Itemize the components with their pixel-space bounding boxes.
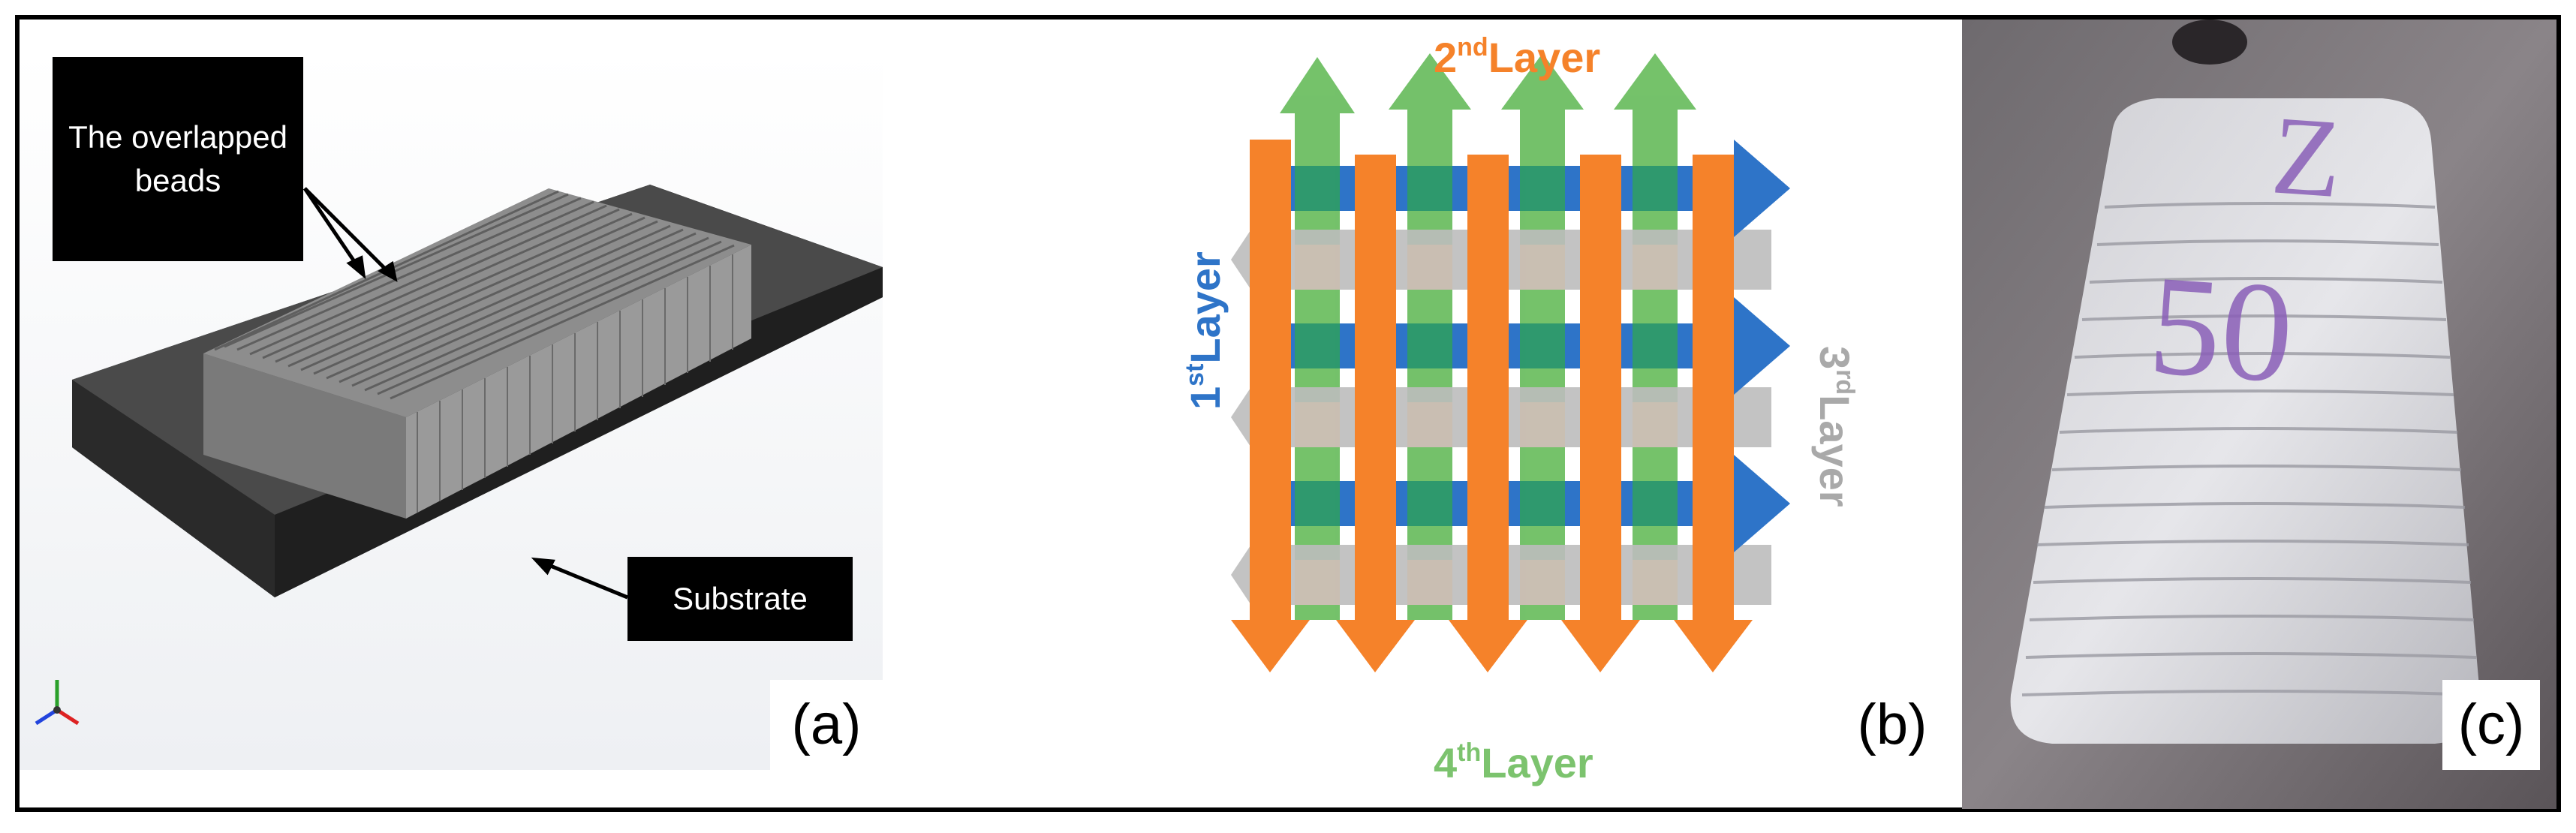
bead-lines (214, 190, 735, 400)
layer-3-label: 3rdLayer (1811, 346, 1859, 507)
green-strips (1280, 53, 1696, 620)
deposited-part-photo: Z 50 (1962, 20, 2556, 809)
panel-a-cad-model: The overlapped beads Substrate (a) (20, 20, 898, 809)
weave-overlay (1295, 166, 1678, 526)
layer-scheme-diagram: 2ndLayer 1stLayer 3rdLayer 4thLayer (1181, 33, 1859, 786)
layer-4-label: 4thLayer (1434, 738, 1593, 786)
bead-end-lines (417, 254, 733, 513)
substrate-callout: Substrate (627, 557, 853, 641)
substrate-label: Substrate (673, 581, 808, 616)
panel-a-label: (a) (770, 680, 883, 770)
panel-b-layer-scheme: 2ndLayer 1stLayer 3rdLayer 4thLayer (b) (908, 20, 1952, 809)
layer-2-label: 2ndLayer (1434, 33, 1600, 81)
callout-arrows (302, 187, 628, 600)
marking-50: 50 (2144, 246, 2298, 413)
gray-over-green (1295, 245, 1678, 605)
deposited-block (203, 188, 751, 519)
panel-c-photo: Z 50 (c) (1962, 20, 2556, 809)
layer-1-label: 1stLayer (1181, 251, 1229, 410)
deposited-part (2010, 98, 2481, 744)
bead-ridges (2021, 202, 2479, 696)
overlapped-beads-label: The overlapped beads (68, 119, 287, 198)
orange-strips (1231, 140, 1753, 672)
overlapped-beads-callout: The overlapped beads (53, 57, 303, 261)
panel-b-label: (b) (1836, 680, 1949, 770)
bolt-hole (2172, 20, 2247, 65)
marking-z: Z (2268, 92, 2346, 221)
panel-c-label: (c) (2442, 680, 2540, 770)
axis-triad (35, 680, 80, 726)
